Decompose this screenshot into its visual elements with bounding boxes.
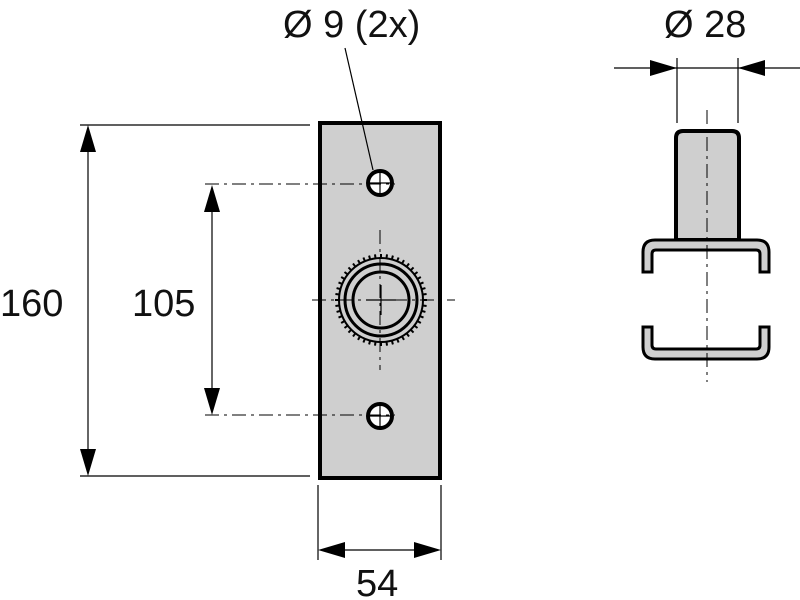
knurl-tooth bbox=[401, 259, 405, 265]
knurl-tooth bbox=[421, 309, 426, 313]
knurl-tooth bbox=[352, 332, 357, 338]
front-view bbox=[205, 121, 455, 480]
knurl-tooth bbox=[338, 315, 343, 319]
knurl-tooth bbox=[340, 276, 346, 280]
knurl-tooth bbox=[335, 293, 340, 296]
knurl-tooth bbox=[362, 338, 366, 343]
knurl-tooth bbox=[385, 254, 388, 259]
knurl-tooth bbox=[335, 304, 340, 307]
knurl-tooth bbox=[352, 262, 357, 268]
knurl-tooth bbox=[374, 341, 377, 346]
spigot-diameter-label: Ø 28 bbox=[664, 4, 746, 46]
knurl-tooth bbox=[422, 304, 427, 307]
knurl-tooth bbox=[422, 293, 427, 296]
knurl-tooth bbox=[357, 259, 361, 265]
knurl-tooth bbox=[401, 335, 405, 341]
knurl-tooth bbox=[413, 324, 419, 329]
dimension-hole-spacing: 105 bbox=[132, 185, 220, 415]
knurl-tooth bbox=[416, 276, 422, 280]
knurl-tooth bbox=[413, 271, 419, 276]
knurl-tooth bbox=[390, 340, 394, 345]
plate-width-label: 54 bbox=[356, 563, 398, 600]
knurl-tooth bbox=[409, 266, 415, 272]
knurl-tooth bbox=[419, 315, 424, 319]
knurl-tooth bbox=[396, 338, 400, 343]
knurl-tooth bbox=[362, 257, 366, 262]
knurl-tooth bbox=[385, 341, 388, 346]
knurl-tooth bbox=[421, 287, 426, 291]
knurl-tooth bbox=[368, 255, 372, 260]
knurl-tooth bbox=[336, 287, 341, 291]
dimension-plate-width: 54 bbox=[317, 485, 442, 600]
knurl-tooth bbox=[416, 320, 422, 324]
knurl-tooth bbox=[343, 324, 349, 329]
side-view: Ø 28 bbox=[614, 4, 800, 382]
height-label: 160 bbox=[0, 283, 63, 325]
knurl-tooth bbox=[419, 281, 424, 285]
dimension-overall-height: 160 bbox=[0, 124, 310, 477]
hole-diameter-label: Ø 9 (2x) bbox=[283, 4, 420, 46]
bracket-lower bbox=[641, 325, 771, 361]
knurl-tooth bbox=[396, 257, 400, 262]
knurl-tooth bbox=[409, 328, 415, 334]
knurl-tooth bbox=[347, 328, 353, 334]
knurl-tooth bbox=[357, 335, 361, 341]
leader-hole-diameter: Ø 9 (2x) bbox=[283, 4, 420, 171]
knurl-tooth bbox=[347, 266, 353, 272]
knurl-tooth bbox=[390, 255, 394, 260]
bracket-upper bbox=[641, 238, 771, 274]
knurl-tooth bbox=[340, 320, 346, 324]
hole-spacing-label: 105 bbox=[132, 283, 195, 325]
knurl-tooth bbox=[405, 332, 410, 338]
knurl-tooth bbox=[368, 340, 372, 345]
knurl-tooth bbox=[343, 271, 349, 276]
knurl-tooth bbox=[338, 281, 343, 285]
knurl-tooth bbox=[336, 309, 341, 313]
knurl-tooth bbox=[374, 254, 377, 259]
knurl-tooth bbox=[405, 262, 410, 268]
